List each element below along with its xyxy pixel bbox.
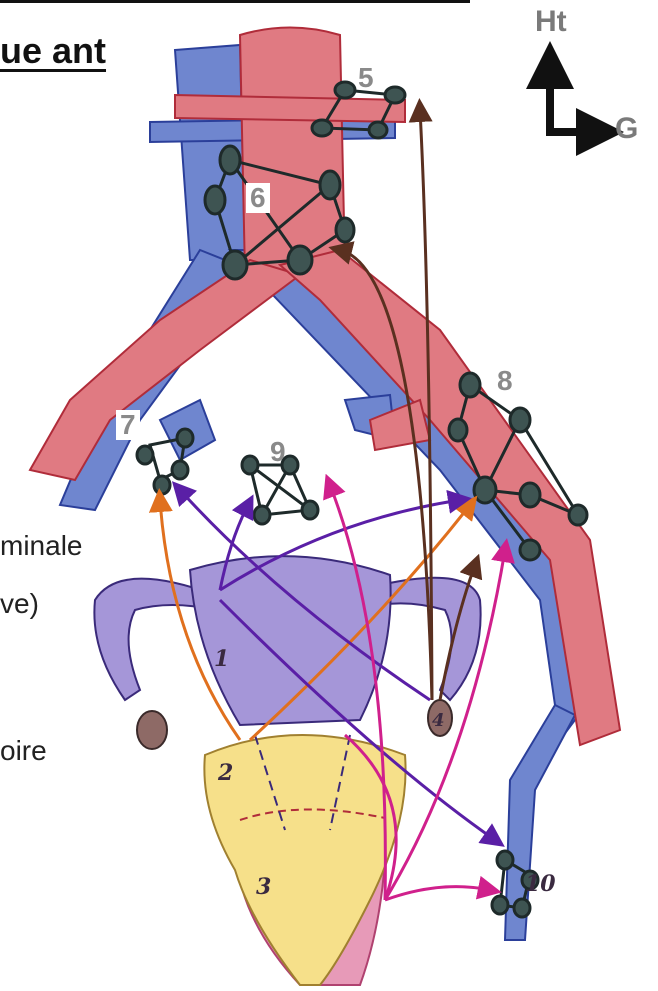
label-node-9: 9: [270, 438, 286, 466]
bladder: [204, 735, 405, 985]
aorta: [240, 28, 345, 276]
compass-right-label: G: [615, 112, 638, 146]
label-organ-4: 4: [432, 712, 445, 730]
uterus-group: [94, 556, 480, 749]
bladder-group: [204, 735, 405, 985]
right-ovary: [137, 711, 167, 749]
arrow-magenta-to-10: [385, 887, 490, 900]
uterus-body: [190, 556, 391, 725]
label-organ-3: 3: [256, 876, 271, 898]
node-cluster-7: [137, 429, 193, 494]
label-node-10: 10: [525, 873, 556, 895]
orientation-compass: [546, 65, 600, 132]
label-node-5: 5: [358, 64, 374, 92]
compass-up-label: Ht: [535, 5, 567, 39]
right-common-iliac: [30, 260, 300, 480]
label-organ-1: 1: [214, 648, 229, 670]
label-node-6: 6: [246, 183, 270, 213]
label-node-7: 7: [116, 410, 140, 440]
renal-artery: [175, 95, 405, 122]
label-node-8: 8: [497, 367, 513, 395]
label-organ-2: 2: [218, 762, 233, 784]
